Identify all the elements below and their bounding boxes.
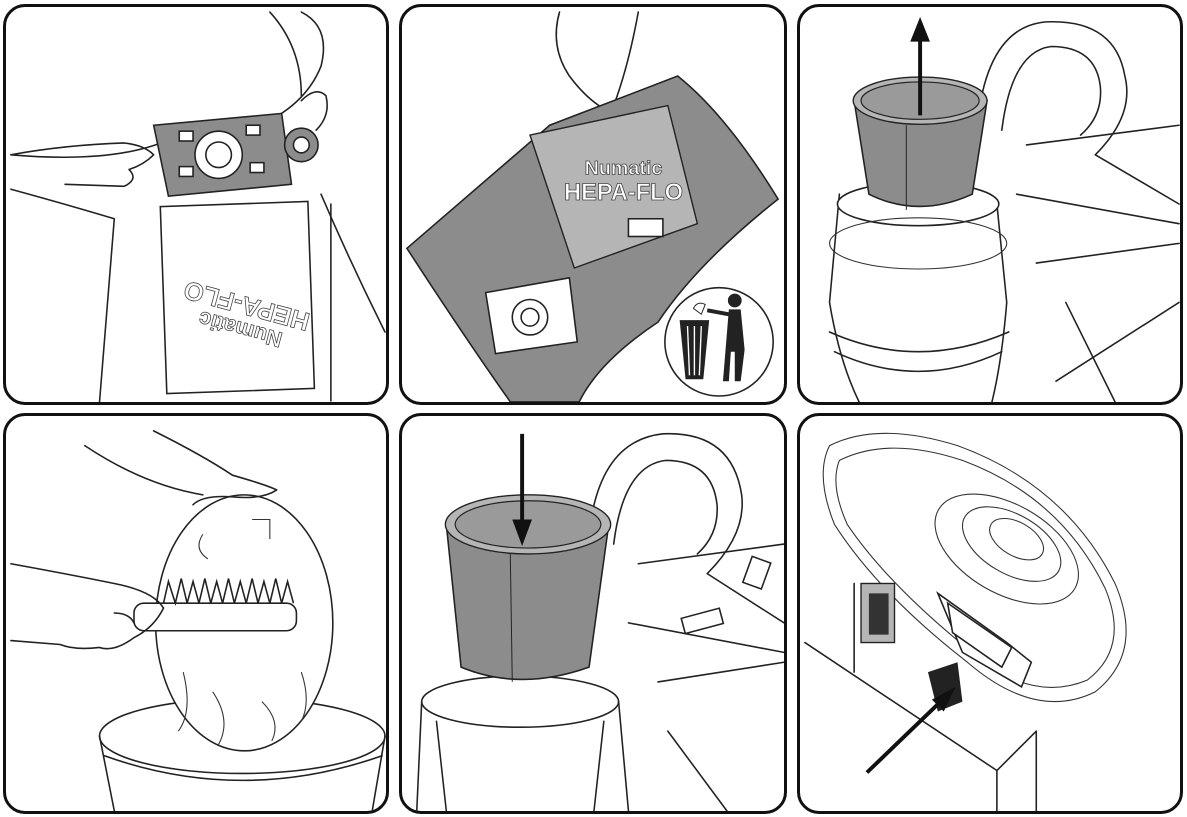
bag-model-text: HEPA-FLO: [564, 180, 683, 206]
arrow-up-icon: [910, 16, 930, 116]
step-check-latch-panel: [797, 413, 1183, 814]
arrow-down-icon: [512, 433, 532, 547]
dispose-bag-illustration: Numatic HEPA-FLO: [405, 11, 780, 402]
lid-latch-illustration: [804, 432, 1127, 811]
arrow-diagonal-icon: [865, 686, 956, 774]
filter-cylinder: [444, 494, 612, 682]
remove-bag-illustration: Numatic HEPA-FLO: [10, 11, 386, 402]
bag-brand-text: Numatic: [585, 157, 663, 179]
clean-filter-illustration: [10, 430, 386, 811]
remove-filter-illustration: [828, 16, 1180, 402]
step-insert-filter-panel: [399, 413, 787, 814]
step-dispose-bag-panel: Numatic HEPA-FLO: [399, 4, 787, 405]
step-clean-filter-panel: [3, 413, 389, 814]
step-remove-filter-panel: [797, 4, 1183, 405]
step-remove-bag-panel: Numatic HEPA-FLO: [3, 4, 389, 405]
bin-disposal-icon: [664, 286, 774, 397]
insert-filter-illustration: [415, 433, 784, 811]
